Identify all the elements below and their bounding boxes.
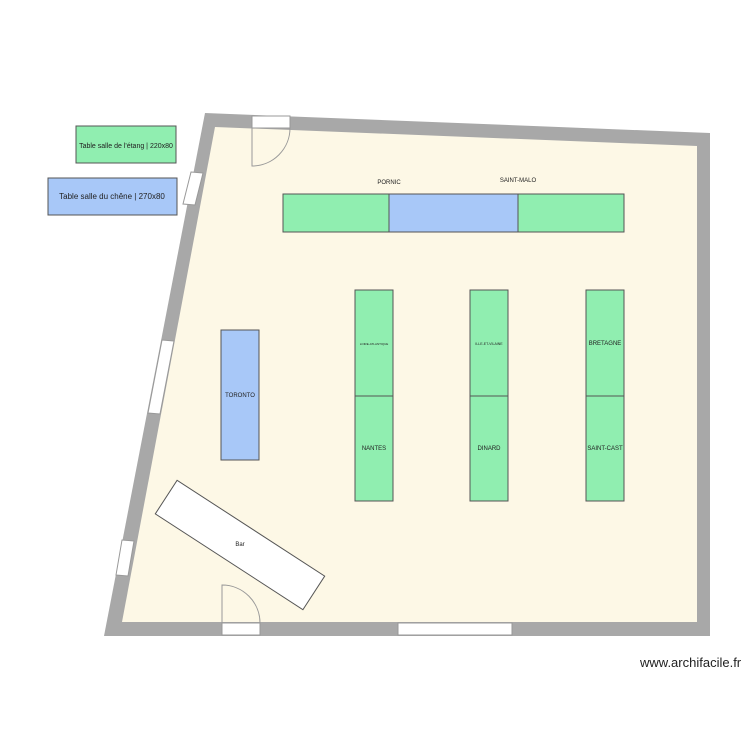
door-opening-bottom	[221, 622, 261, 636]
window-left-1	[182, 171, 204, 206]
table-bretagne[interactable]	[585, 289, 625, 397]
label-bar: Bar	[235, 542, 244, 548]
legend-green	[75, 125, 177, 164]
legend-blue	[47, 177, 178, 216]
label-dinard: DINARD	[477, 446, 501, 452]
watermark: www.archifacile.fr	[640, 655, 742, 670]
table-saint-malo[interactable]	[517, 193, 625, 233]
label-ille: ILLE-ET-VILAINE	[475, 342, 503, 346]
label-nantes: NANTES	[362, 446, 386, 452]
floor	[122, 127, 697, 622]
table-pornic[interactable]	[282, 193, 390, 233]
table-nantes[interactable]	[354, 395, 394, 502]
label-loire: LOIRE-ATLANTIQUE	[360, 342, 389, 346]
window-left-3	[115, 539, 135, 577]
label-pornic: PORNIC	[377, 180, 401, 186]
window-left-2	[147, 339, 175, 415]
label-saint-malo: SAINT-MALO	[500, 178, 537, 184]
table-saint-cast[interactable]	[585, 395, 625, 502]
table-center-blue[interactable]	[388, 193, 519, 233]
legend-green-label: Table salle de l'étang | 220x80	[79, 143, 173, 150]
door-opening-top	[251, 115, 291, 129]
label-toronto: TORONTO	[225, 393, 255, 399]
table-toronto[interactable]	[220, 329, 260, 461]
window-bottom	[397, 622, 513, 636]
door-swing-top	[251, 127, 291, 167]
label-saint-cast: SAINT-CAST	[587, 446, 623, 452]
legend-blue-label: Table salle du chêne | 270x80	[59, 192, 165, 201]
label-bretagne: BRETAGNE	[589, 341, 622, 347]
door-swing-bottom	[221, 584, 261, 624]
table-dinard[interactable]	[469, 395, 509, 502]
bar[interactable]	[154, 479, 326, 611]
table-loire[interactable]	[354, 289, 394, 397]
